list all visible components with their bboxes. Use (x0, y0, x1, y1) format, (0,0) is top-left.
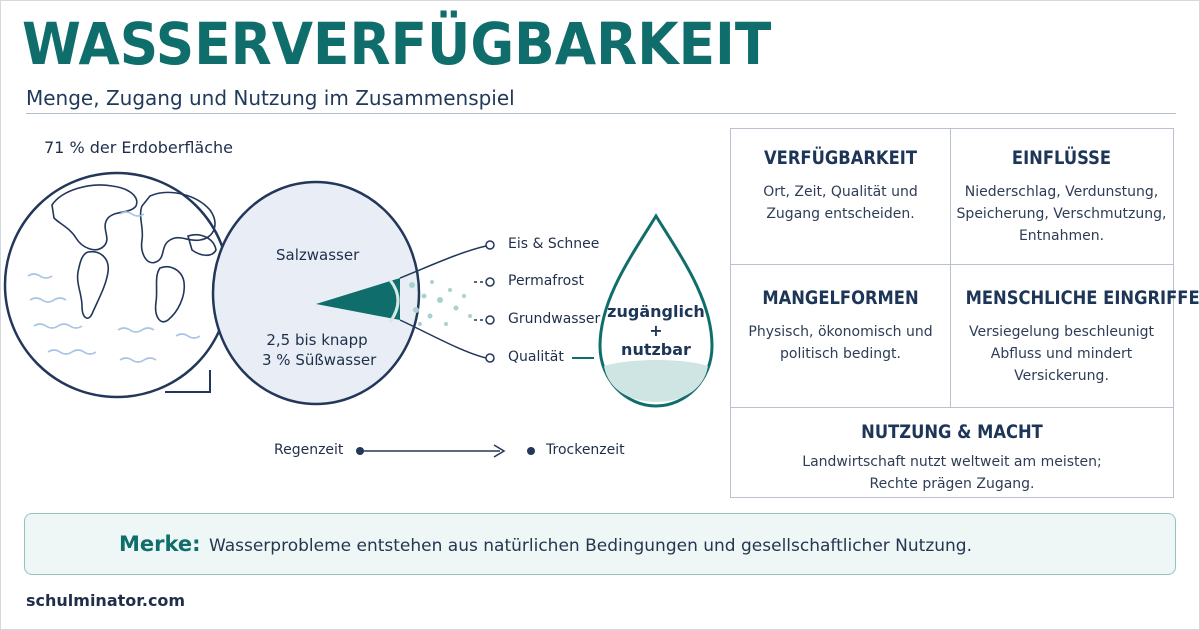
branch-quality: Qualität (508, 349, 564, 365)
merke-box: Merke: Wasserprobleme entstehen aus natü… (24, 513, 1176, 575)
card-influences-text: Niederschlag, Verdunstung, Speicherung, … (956, 184, 1167, 244)
season-end-label: Trockenzeit (546, 442, 625, 458)
globe-icon (3, 171, 231, 399)
season-timeline (356, 444, 535, 458)
season-start-label: Regenzeit (274, 442, 344, 458)
card-influences: EINFLÜSSE Niederschlag, Verdunstung, Spe… (950, 147, 1173, 247)
drop-label: zugänglich + nutzbar (607, 302, 705, 359)
branch-permafrost: Permafrost (508, 273, 585, 289)
page-subtitle: Menge, Zugang und Nutzung im Zusammenspi… (26, 86, 515, 110)
water-drop-icon (598, 213, 714, 408)
card-influences-title: EINFLÜSSE (1011, 147, 1112, 169)
card-scarcity-title: MANGELFORMEN (762, 287, 919, 309)
grid-divider-row1 (731, 264, 1173, 265)
card-usage-power: NUTZUNG & MACHT Landwirtschaft nutzt wel… (731, 421, 1173, 495)
card-scarcity-text: Physisch, ökonomisch und politisch bedin… (748, 324, 933, 362)
footer-site: schulminator.com (26, 591, 186, 610)
card-availability-title: VERFÜGBARKEIT (764, 147, 917, 169)
info-grid: VERFÜGBARKEIT Ort, Zeit, Qualität und Zu… (730, 128, 1200, 498)
branch-endpoints (485, 240, 495, 363)
grid-divider-vertical (950, 129, 951, 407)
card-human-interventions: MENSCHLICHE EINGRIFFE Versiegelung besch… (950, 287, 1200, 387)
header-divider (26, 113, 1176, 114)
card-usage-title: NUTZUNG & MACHT (861, 421, 1043, 443)
saltwater-label: Salzwasser (276, 246, 360, 264)
page-title: WASSERVERFÜGBARKEIT (22, 10, 772, 78)
droplet-spray (409, 280, 472, 326)
card-usage-text: Landwirtschaft nutzt weltweit am meisten… (802, 454, 1102, 492)
card-availability: VERFÜGBARKEIT Ort, Zeit, Qualität und Zu… (731, 147, 950, 225)
freshwater-label: 2,5 bis knapp 3 % Süßwasser (262, 331, 377, 369)
freshwater-wedge (316, 245, 487, 359)
merke-text: Wasserprobleme entstehen aus natürlichen… (209, 536, 972, 556)
merke-label: Merke: (119, 532, 201, 556)
saltwater-circle (211, 180, 421, 406)
card-human-text: Versiegelung beschleunigt Abfluss und mi… (968, 324, 1154, 384)
branch-connectors (474, 281, 486, 321)
card-scarcity: MANGELFORMEN Physisch, ökonomisch und po… (731, 287, 950, 365)
globe-caption: 71 % der Erdoberfläche (44, 138, 233, 157)
grid-divider-row2 (731, 407, 1173, 408)
card-availability-text: Ort, Zeit, Qualität und Zugang entscheid… (763, 184, 918, 222)
branch-groundwater: Grundwasser (508, 311, 601, 327)
branch-ice-snow: Eis & Schnee (508, 236, 600, 252)
card-human-title: MENSCHLICHE EINGRIFFE (965, 287, 1200, 309)
